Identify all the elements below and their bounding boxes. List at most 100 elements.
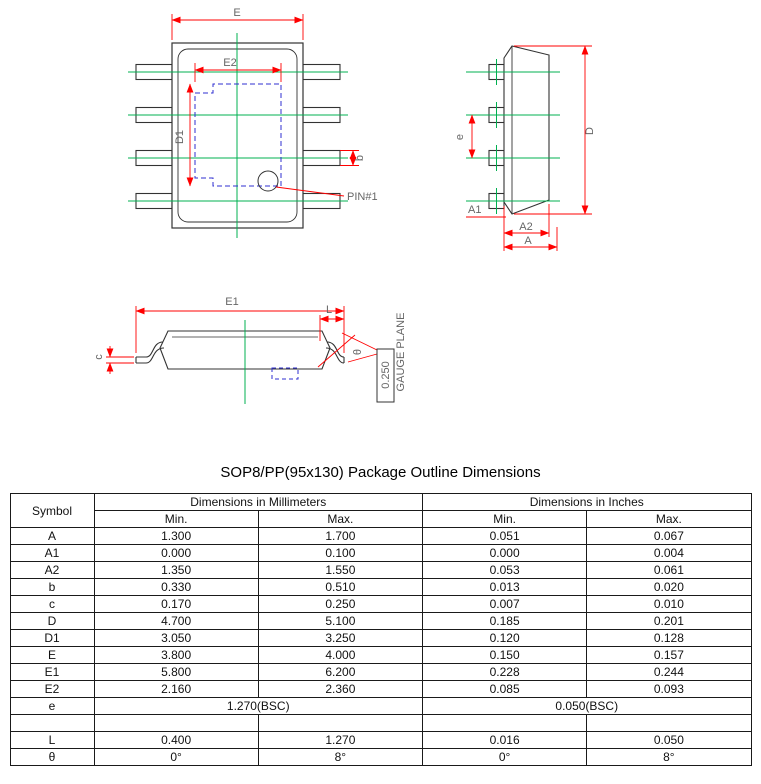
dim-label-E2: E2	[223, 57, 236, 69]
dim-label-theta: θ	[352, 349, 364, 355]
symbol-cell: A1	[9, 544, 95, 562]
table-cell: 0.120	[421, 629, 588, 647]
side-view-centerlines	[466, 59, 560, 214]
table-cell: 0.004	[586, 544, 752, 562]
col-header-mm-max: Max.	[257, 510, 424, 528]
table-cell	[421, 714, 588, 732]
table-row-empty	[9, 714, 752, 732]
symbol-cell: A	[9, 527, 95, 545]
table-cell: 0.050	[586, 731, 752, 749]
table-cell: 0.053	[421, 561, 588, 579]
front-view-labels: E1 L c θ 0.250 GAUGE PLANE	[93, 296, 407, 391]
table-cell: 5.100	[257, 612, 424, 630]
symbol-cell: A2	[9, 561, 95, 579]
col-header-symbol: Symbol	[9, 493, 95, 528]
top-view-dimensions	[171, 14, 359, 197]
dim-label-A1: A1	[468, 204, 481, 216]
table-cell: 0.016	[421, 731, 588, 749]
top-view-labels: E E2 D1 b PIN#1	[174, 7, 378, 203]
table-row: L 0.400 1.270 0.016 0.050	[9, 731, 752, 749]
table-cell: 8°	[586, 748, 752, 766]
table-cell: 0.400	[93, 731, 259, 749]
table-row: b 0.330 0.510 0.013 0.020	[9, 578, 752, 596]
package-outline-drawing: E E2 D1 b PIN#1	[93, 7, 596, 404]
col-header-in-min: Min.	[421, 510, 588, 528]
table-cell: 0.510	[257, 578, 424, 596]
table-cell: 0.051	[421, 527, 588, 545]
table-row: A 1.300 1.700 0.051 0.067	[9, 527, 752, 545]
dim-label-D1: D1	[174, 130, 186, 144]
side-view-labels: e D A1 A2 A	[454, 127, 596, 247]
table-cell: 3.800	[93, 646, 259, 664]
pin1-indicator-circle	[257, 170, 279, 192]
dim-label-E: E	[233, 7, 240, 19]
table-cell	[93, 714, 259, 732]
table-row-e: e 1.270(BSC) 0.050(BSC)	[9, 697, 752, 715]
table-row: θ 0° 8° 0° 8°	[9, 748, 752, 766]
table-cell: 0.013	[421, 578, 588, 596]
front-view-leads	[135, 341, 345, 364]
page-title: SOP8/PP(95x130) Package Outline Dimensio…	[220, 464, 541, 481]
table-cell: 1.270(BSC)	[93, 697, 423, 715]
table-cell: 1.350	[93, 561, 259, 579]
table-cell: 0.067	[586, 527, 752, 545]
dim-label-D: D	[584, 127, 596, 135]
table-cell: 0.250	[257, 595, 424, 613]
table-cell: 0.185	[421, 612, 588, 630]
table-cell: 0.100	[257, 544, 424, 562]
table-row: E2 2.160 2.360 0.085 0.093	[9, 680, 752, 698]
top-view: E E2 D1 b PIN#1	[128, 7, 378, 238]
table-cell: 0.228	[421, 663, 588, 681]
table-cell: 0.244	[586, 663, 752, 681]
table-cell: 0.330	[93, 578, 259, 596]
table-row: A2 1.350 1.550 0.053 0.061	[9, 561, 752, 579]
side-view-pins	[488, 63, 505, 210]
dim-label-c: c	[93, 354, 105, 360]
table-cell: 1.270	[257, 731, 424, 749]
table-cell: 2.360	[257, 680, 424, 698]
symbol-cell: E2	[9, 680, 95, 698]
dim-label-A: A	[524, 235, 532, 247]
table-cell	[586, 714, 752, 732]
table-cell: 0.020	[586, 578, 752, 596]
symbol-cell: c	[9, 595, 95, 613]
col-header-mm-min: Min.	[93, 510, 259, 528]
symbol-cell	[9, 714, 95, 732]
table-row: D 4.700 5.100 0.185 0.201	[9, 612, 752, 630]
table-header-row: Symbol Dimensions in Millimeters Dimensi…	[9, 493, 752, 528]
front-view: E1 L c θ 0.250 GAUGE PLANE	[93, 296, 407, 404]
table-row: c 0.170 0.250 0.007 0.010	[9, 595, 752, 613]
gauge-plane-box	[376, 348, 395, 403]
table-row: E1 5.800 6.200 0.228 0.244	[9, 663, 752, 681]
table-cell: 0°	[421, 748, 588, 766]
dimensions-table: Symbol Dimensions in Millimeters Dimensi…	[9, 493, 752, 766]
table-cell: 0.085	[421, 680, 588, 698]
table-subheader-row: Min. Max. Min. Max.	[10, 510, 752, 528]
symbol-cell: E1	[9, 663, 95, 681]
dim-label-L: L	[326, 304, 332, 316]
symbol-cell: E	[9, 646, 95, 664]
symbol-cell: D	[9, 612, 95, 630]
pin1-label: PIN#1	[347, 191, 378, 203]
table-cell: 0.010	[586, 595, 752, 613]
table-cell: 6.200	[257, 663, 424, 681]
table-cell: 1.300	[93, 527, 259, 545]
hidden-pad-outline	[271, 367, 299, 380]
table-cell: 8°	[257, 748, 424, 766]
table-cell: 0.000	[421, 544, 588, 562]
table-cell: 0.157	[586, 646, 752, 664]
table-cell: 0.093	[586, 680, 752, 698]
table-cell: 3.250	[257, 629, 424, 647]
side-view-dimensions	[466, 45, 592, 251]
table-cell: 0°	[93, 748, 259, 766]
dim-label-e: e	[454, 134, 466, 140]
table-cell: 0.000	[93, 544, 259, 562]
table-cell: 0.061	[586, 561, 752, 579]
table-cell: 0.201	[586, 612, 752, 630]
table-cell: 4.700	[93, 612, 259, 630]
symbol-cell: θ	[9, 748, 95, 766]
symbol-cell: b	[9, 578, 95, 596]
col-header-inch-group: Dimensions in Inches	[422, 493, 752, 511]
table-cell: 4.000	[257, 646, 424, 664]
side-view: e D A1 A2 A	[454, 45, 596, 251]
